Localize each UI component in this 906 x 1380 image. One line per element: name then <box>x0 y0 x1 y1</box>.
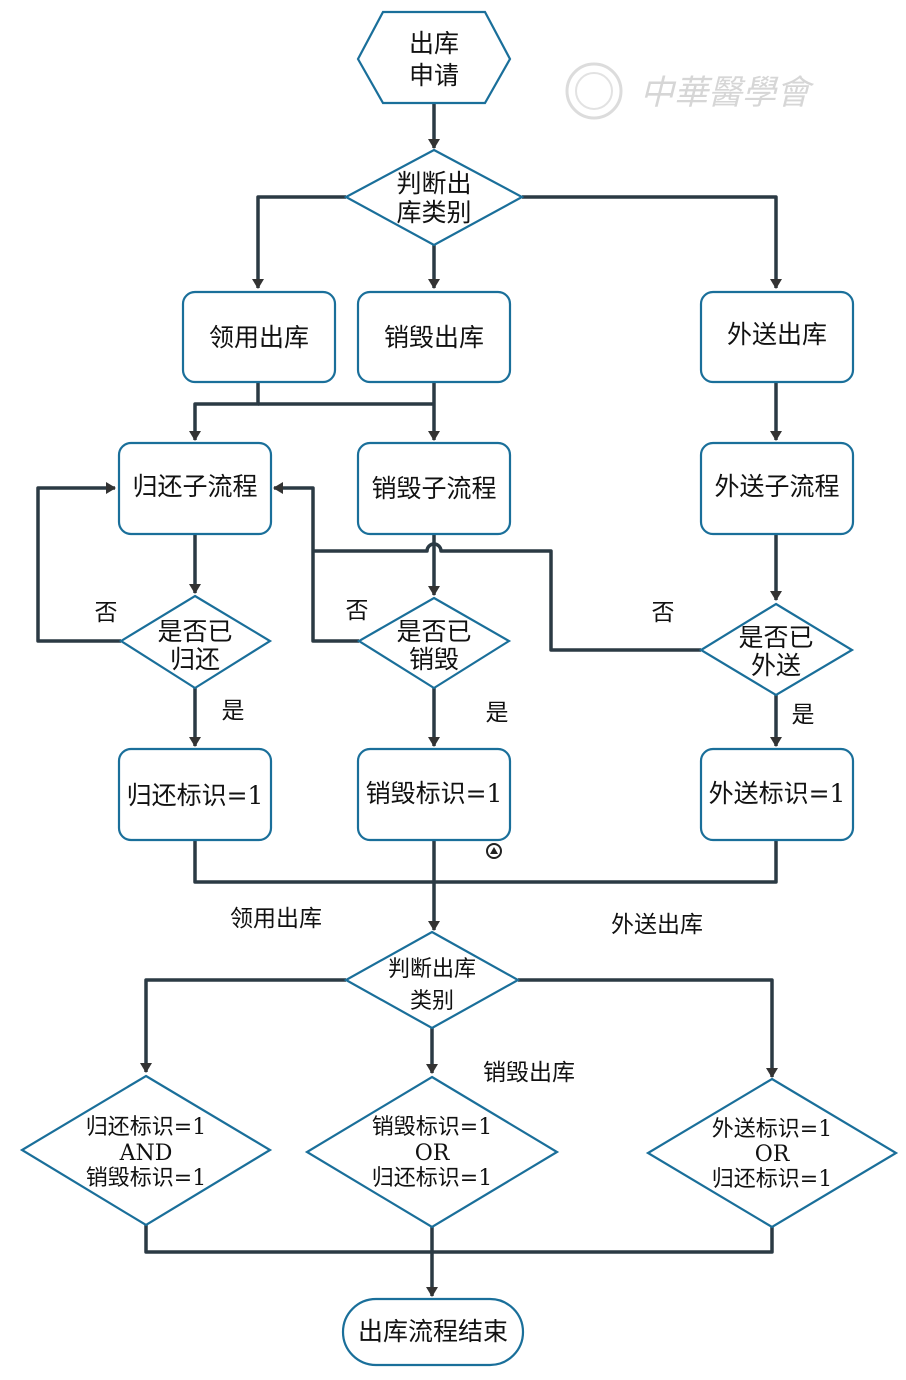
connector-to-external <box>522 195 782 289</box>
connector-to-cond-requisition <box>140 978 346 1073</box>
is-sent-label-1: 是否已 <box>738 623 813 652</box>
decision2-label-2: 类别 <box>410 989 454 1014</box>
cond-external-label-1: 外送标识=1 <box>712 1117 832 1142</box>
edge-label-no-destroyed: 否 <box>346 598 369 624</box>
connector-flags-merge <box>193 840 778 884</box>
external-out-node[interactable]: 外送出库 <box>699 290 855 384</box>
destroy-subprocess-label: 销毁子流程 <box>371 474 496 503</box>
watermark: 中華醫學會 <box>565 62 815 120</box>
cond-destroy-label-1: 销毁标识=1 <box>372 1115 492 1140</box>
is-returned-label-1: 是否已 <box>157 617 232 646</box>
return-flag-label: 归还标识=1 <box>127 781 264 810</box>
is-destroyed-label-2: 销毁 <box>409 645 459 674</box>
connector-external-loop <box>313 542 701 652</box>
edge-label-no-returned: 否 <box>95 600 118 626</box>
connector-return-loop <box>36 482 121 643</box>
start-label-1: 出库 <box>409 29 459 58</box>
cond-external-label-2: OR <box>755 1142 791 1167</box>
is-sent-label-2: 外送 <box>751 651 801 680</box>
cond-destroy-label-2: OR <box>415 1141 451 1166</box>
cond-destroy-label-3: 归还标识=1 <box>372 1166 492 1191</box>
return-subprocess-node[interactable]: 归还子流程 <box>117 441 273 536</box>
edge-label-branch-destroy: 销毁出库 <box>483 1060 575 1086</box>
edge-label-yes-sent: 是 <box>792 702 815 728</box>
connectors <box>36 103 782 1297</box>
destroy-out-node[interactable]: 销毁出库 <box>356 290 512 384</box>
edge-label-branch-requisition: 领用出库 <box>230 906 322 932</box>
end-label: 出库流程结束 <box>358 1317 508 1346</box>
external-subprocess-node[interactable]: 外送子流程 <box>699 441 855 536</box>
connector-destroy-loop <box>273 482 359 643</box>
cond-requisition-decision[interactable]: 归还标识=1 AND 销毁标识=1 <box>19 1074 273 1227</box>
external-subprocess-label: 外送子流程 <box>714 472 839 501</box>
is-destroyed-decision[interactable]: 是否已 销毁 <box>356 596 512 690</box>
requisition-out-label: 领用出库 <box>209 323 309 352</box>
cond-destroy-decision[interactable]: 销毁标识=1 OR 归还标识=1 <box>304 1075 560 1229</box>
decision-outbound-type-2[interactable]: 判断出库 类别 <box>343 930 521 1030</box>
destroy-flag-label: 销毁标识=1 <box>366 779 503 808</box>
cond-requisition-label-1: 归还标识=1 <box>86 1115 206 1140</box>
decision-label-2: 库类别 <box>396 198 471 227</box>
decision2-label-1: 判断出库 <box>388 957 476 982</box>
destroy-flag-node[interactable]: 销毁标识=1 <box>356 747 512 859</box>
edge-label-yes-destroyed: 是 <box>486 700 509 726</box>
connector-requisition-to-return-sub <box>189 382 260 441</box>
cond-requisition-label-3: 销毁标识=1 <box>86 1166 206 1191</box>
external-out-label: 外送出库 <box>727 320 827 349</box>
cond-external-label-3: 归还标识=1 <box>712 1167 832 1192</box>
start-node[interactable]: 出库 申请 <box>356 10 512 105</box>
is-destroyed-label-1: 是否已 <box>396 617 471 646</box>
decision-outbound-type[interactable]: 判断出 库类别 <box>343 148 525 247</box>
connector-to-cond-external <box>518 978 778 1078</box>
cond-requisition-label-2: AND <box>119 1141 173 1166</box>
external-flag-label: 外送标识=1 <box>709 779 846 808</box>
is-returned-decision[interactable]: 是否已 归还 <box>118 594 273 690</box>
destroy-subprocess-node[interactable]: 销毁子流程 <box>356 441 512 536</box>
edge-label-branch-external: 外送出库 <box>611 912 703 938</box>
return-flag-node[interactable]: 归还标识=1 <box>117 747 273 842</box>
cond-external-decision[interactable]: 外送标识=1 OR 归还标识=1 <box>645 1077 899 1229</box>
start-label-2: 申请 <box>409 61 459 90</box>
watermark-text: 中華醫學會 <box>640 73 815 113</box>
destroy-out-label: 销毁出库 <box>384 323 484 352</box>
requisition-out-node[interactable]: 领用出库 <box>181 290 337 384</box>
return-subprocess-label: 归还子流程 <box>132 472 257 501</box>
edge-label-no-sent: 否 <box>652 600 675 626</box>
society-seal-icon <box>565 62 623 120</box>
is-sent-decision[interactable]: 是否已 外送 <box>698 602 855 697</box>
external-flag-node[interactable]: 外送标识=1 <box>699 747 855 842</box>
end-node[interactable]: 出库流程结束 <box>341 1297 525 1367</box>
connector-to-requisition <box>252 195 346 289</box>
edge-label-yes-returned: 是 <box>222 698 245 724</box>
decision-label-1: 判断出 <box>396 169 471 198</box>
edge-labels: 否 否 否 是 是 是 领用出库 外送出库 销毁出库 <box>95 598 815 1086</box>
connector-conditions-merge <box>144 1225 774 1254</box>
is-returned-label-2: 归还 <box>170 645 220 674</box>
